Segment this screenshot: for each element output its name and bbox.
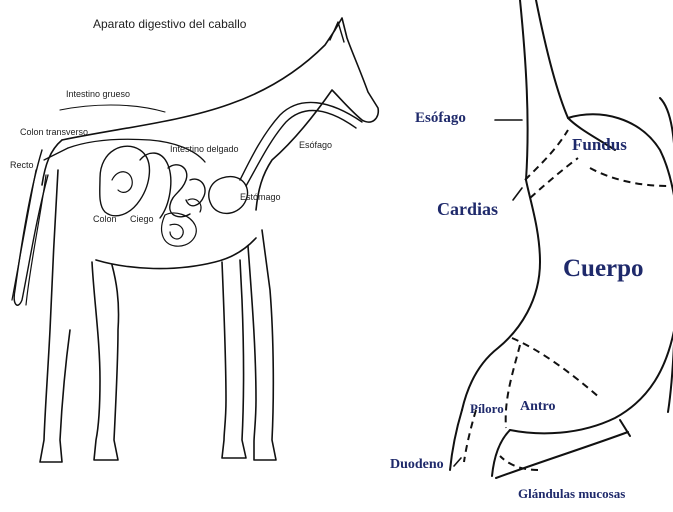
label-glandulas-mucosas: Glándulas mucosas (518, 486, 625, 501)
label-intestino-grueso: Intestino grueso (66, 89, 130, 99)
stomach-diagram: Esófago Fundus Cardias Cuerpo Antro Pílo… (390, 0, 673, 501)
label-esofago-stomach: Esófago (415, 110, 466, 126)
label-duodeno: Duodeno (390, 457, 444, 472)
horse-outline (12, 18, 378, 462)
label-fundus: Fundus (572, 135, 627, 154)
digestive-tract (44, 102, 362, 246)
label-recto: Recto (10, 160, 34, 170)
label-piloro: Píloro (470, 401, 504, 416)
label-cardias: Cardias (437, 199, 498, 219)
horse-diagram: Aparato digestivo del caballo (10, 17, 378, 462)
label-antro: Antro (520, 399, 556, 414)
horse-diagram-title: Aparato digestivo del caballo (93, 17, 247, 31)
label-colon-transverso: Colon transverso (20, 127, 88, 137)
stomach-region-dividers (464, 130, 668, 470)
label-colon: Colon (93, 214, 117, 224)
label-esofago-horse: Esófago (299, 140, 332, 150)
label-ciego: Ciego (130, 214, 154, 224)
label-intestino-delgado: Intestino delgado (170, 144, 239, 154)
label-estomago: Estómago (240, 192, 281, 202)
label-cuerpo: Cuerpo (563, 255, 644, 282)
